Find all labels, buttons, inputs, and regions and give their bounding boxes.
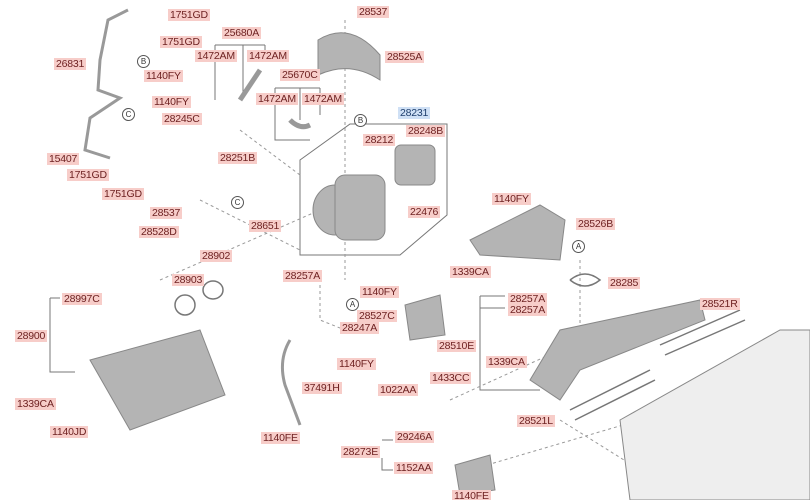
part-label[interactable]: 28273E — [341, 446, 381, 458]
part-label[interactable]: 1433CC — [430, 372, 472, 384]
hose-25680a — [237, 68, 263, 102]
part-label[interactable]: 28247A — [340, 322, 380, 334]
part-label[interactable]: 28245C — [162, 113, 202, 125]
part-label[interactable]: 1751GD — [67, 169, 109, 181]
part-label[interactable]: 26831 — [54, 58, 87, 70]
oil-feed-pipe — [83, 8, 129, 160]
reference-marker-c: C — [122, 108, 135, 121]
part-label[interactable]: 28521R — [700, 298, 740, 310]
part-label[interactable]: 1339CA — [450, 266, 491, 278]
part-label[interactable]: 1472AM — [256, 93, 298, 105]
part-label[interactable]: 28251B — [218, 152, 258, 164]
gasket-28521r — [659, 309, 746, 356]
hose-25670c — [288, 118, 312, 130]
part-label[interactable]: 28527C — [357, 310, 397, 322]
heat-shield-lower — [469, 204, 566, 261]
part-label[interactable]: 15407 — [47, 153, 80, 165]
part-label[interactable]: 1751GD — [168, 9, 210, 21]
turbo-outlet-adapter — [404, 294, 446, 341]
part-label[interactable]: 1022AA — [378, 384, 419, 396]
part-label[interactable]: 28997C — [62, 293, 102, 305]
part-label[interactable]: 28902 — [200, 250, 233, 262]
part-label[interactable]: 1472AM — [302, 93, 344, 105]
exhaust-manifold — [529, 299, 706, 401]
part-label[interactable]: 25670C — [280, 69, 320, 81]
reference-marker-b: B — [354, 114, 367, 127]
part-label[interactable]: 22476 — [408, 206, 441, 218]
gasket-28521l — [569, 369, 656, 421]
reference-marker-b: B — [137, 55, 150, 68]
turbo-assembly-box — [299, 123, 448, 256]
part-label[interactable]: 28526B — [576, 218, 616, 230]
part-label[interactable]: 28651 — [249, 220, 282, 232]
part-label[interactable]: 1140FY — [152, 96, 191, 108]
part-label[interactable]: 1140FE — [452, 490, 491, 500]
part-label[interactable]: 28900 — [15, 330, 48, 342]
part-label[interactable]: 1140FY — [144, 70, 183, 82]
part-label[interactable]: 28537 — [357, 6, 390, 18]
part-label[interactable]: 28521L — [517, 415, 555, 427]
part-label[interactable]: 1472AM — [195, 50, 237, 62]
part-label[interactable]: 25680A — [222, 27, 262, 39]
part-label-selected[interactable]: 28231 — [398, 107, 431, 119]
part-label[interactable]: 1140FY — [360, 286, 399, 298]
engine-block — [619, 329, 810, 500]
gasket-28903 — [174, 294, 196, 316]
part-label[interactable]: 1339CA — [15, 398, 56, 410]
part-label[interactable]: 1140JD — [50, 426, 89, 438]
part-label[interactable]: 28903 — [172, 274, 205, 286]
part-label[interactable]: 1339CA — [486, 356, 527, 368]
reference-marker-a: A — [572, 240, 585, 253]
part-label[interactable]: 28248B — [406, 125, 446, 137]
part-label[interactable]: 28510E — [437, 340, 477, 352]
part-label[interactable]: 1472AM — [247, 50, 289, 62]
part-label[interactable]: 37491H — [302, 382, 342, 394]
reference-marker-c: C — [231, 196, 244, 209]
part-label[interactable]: 1751GD — [160, 36, 202, 48]
part-label[interactable]: 1140FE — [261, 432, 300, 444]
part-label[interactable]: 28525A — [385, 51, 425, 63]
heat-shield-upper — [317, 32, 381, 81]
actuator — [394, 144, 436, 186]
part-label[interactable]: 29246A — [395, 431, 435, 443]
part-label[interactable]: 28528D — [139, 226, 179, 238]
clamp-28902 — [202, 280, 224, 300]
part-label[interactable]: 28212 — [363, 134, 396, 146]
pipe-37491h — [280, 339, 302, 426]
manifold-bracket — [454, 454, 496, 496]
reference-marker-a: A — [346, 298, 359, 311]
catalytic-converter — [89, 329, 226, 431]
part-label[interactable]: 1140FY — [492, 193, 531, 205]
part-label[interactable]: 28257A — [283, 270, 323, 282]
part-label[interactable]: 1751GD — [102, 188, 144, 200]
part-label[interactable]: 1140FY — [337, 358, 376, 370]
part-label[interactable]: 28257A — [508, 304, 548, 316]
part-label[interactable]: 28257A — [508, 293, 548, 305]
part-label[interactable]: 1152AA — [394, 462, 434, 474]
turbocharger-turbine — [334, 174, 386, 241]
gasket-28285 — [569, 273, 602, 287]
part-label[interactable]: 28285 — [608, 277, 641, 289]
part-label[interactable]: 28537 — [150, 207, 183, 219]
